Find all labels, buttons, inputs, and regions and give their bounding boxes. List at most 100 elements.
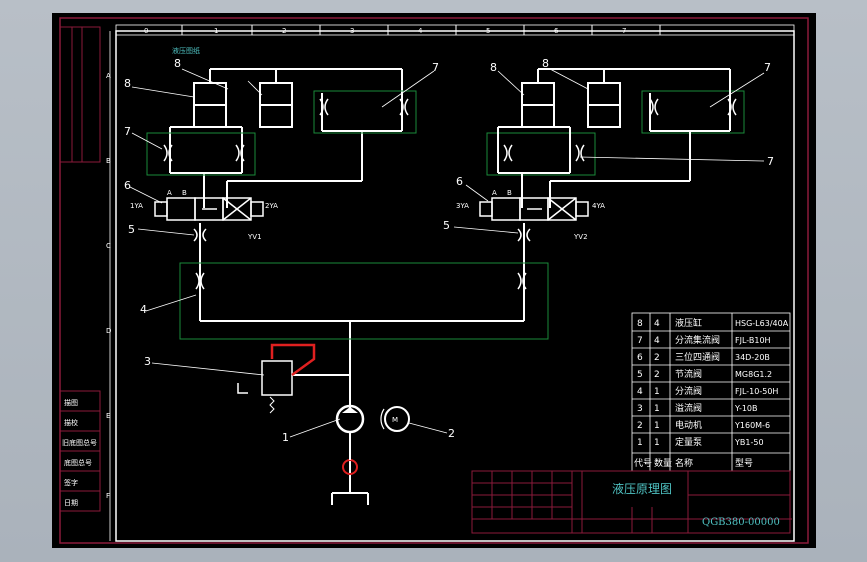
drawing-title: 液压原理图 xyxy=(612,481,672,496)
ruler-d: D xyxy=(106,327,111,335)
bom-table xyxy=(631,312,791,472)
callout-8c: 8 xyxy=(490,61,497,74)
box-divider-main xyxy=(179,262,549,340)
ruler-2: 2 xyxy=(282,27,286,35)
top-ruler: 0 1 2 3 4 5 6 7 xyxy=(115,24,795,36)
callout-8b: 8 xyxy=(174,57,181,70)
label-1ya: 1YA xyxy=(130,202,143,210)
strip-label-4: 底图总号 xyxy=(64,458,92,467)
bom-cell-code: 4 xyxy=(637,387,643,397)
strip-label-3: 旧底图总号 xyxy=(62,438,97,447)
green-boxes xyxy=(146,90,745,340)
callout-8d: 8 xyxy=(542,57,549,70)
bom-cell-qty: 4 xyxy=(654,336,660,346)
callout-5: 5 xyxy=(128,223,135,236)
bom-header-model: 型号 xyxy=(735,458,753,469)
label-3ya: 3YA xyxy=(456,202,469,210)
bom-cell-code: 5 xyxy=(637,370,643,380)
ruler-a: A xyxy=(106,72,111,80)
bom-cell-model: Y160M-6 xyxy=(734,421,770,430)
bom-cell-name: 分流集流阀 xyxy=(675,334,720,346)
bom-cell-name: 三位四通阀 xyxy=(675,351,720,363)
strip-label-1: 描图 xyxy=(64,398,78,407)
bom-cell-code: 6 xyxy=(637,353,643,363)
hydraulic-schematic: 0 1 2 3 4 5 6 7 A B C D E F 描图 描校 旧底图总号 … xyxy=(59,17,809,544)
bom-cell-name: 电动机 xyxy=(675,419,702,431)
port-a-right: A xyxy=(492,189,497,197)
box-divider-right-upper xyxy=(641,90,745,134)
box-divider-left-upper xyxy=(313,90,417,134)
bom-cell-model: YB1-50 xyxy=(734,438,764,447)
bom-cell-qty: 1 xyxy=(654,421,660,431)
left-ruler: A B C D E F xyxy=(106,31,111,541)
strip-label-2: 描校 xyxy=(64,418,78,427)
left-circuit xyxy=(169,68,525,505)
divider-glyphs xyxy=(163,98,737,290)
bom-cell-code: 8 xyxy=(637,319,643,329)
bom-cell-code: 7 xyxy=(637,336,643,346)
bom-cell-code: 1 xyxy=(637,438,643,448)
ruler-b: B xyxy=(106,157,111,165)
port-b-left: B xyxy=(182,189,187,197)
bom-cell-qty: 1 xyxy=(654,387,660,397)
bom-cell-name: 溢流阀 xyxy=(675,402,702,414)
left-strip xyxy=(59,26,101,512)
bom-cell-code: 2 xyxy=(637,421,643,431)
callout-1: 1 xyxy=(282,431,289,444)
callout-6b: 6 xyxy=(456,175,463,188)
label-yv2: YV2 xyxy=(573,233,588,241)
strip-label-5: 签字 xyxy=(64,478,78,487)
strip-label-6: 日期 xyxy=(64,499,78,507)
bom-cell-qty: 1 xyxy=(654,438,660,448)
label-4ya: 4YA xyxy=(592,202,605,210)
ruler-0: 0 xyxy=(144,27,148,35)
bom-header-code: 代号 xyxy=(634,458,652,469)
drawing-number: QGB380-00000 xyxy=(702,517,780,528)
leader-lines xyxy=(129,68,765,438)
bom-cell-name: 节流阀 xyxy=(675,368,702,380)
callout-7b: 7 xyxy=(124,125,131,138)
callout-3: 3 xyxy=(144,355,151,368)
label-2ya: 2YA xyxy=(265,202,278,210)
bom-cell-model: Y-10B xyxy=(734,404,758,413)
bom-cell-name: 分流阀 xyxy=(675,385,702,397)
port-b-right: B xyxy=(507,189,512,197)
right-circuit xyxy=(497,68,731,208)
ruler-f: F xyxy=(106,492,110,500)
ruler-5: 5 xyxy=(486,27,490,35)
callout-8a: 8 xyxy=(124,77,131,90)
callout-4: 4 xyxy=(140,303,147,316)
callout-5b: 5 xyxy=(443,219,450,232)
bom-cell-name: 定量泵 xyxy=(675,436,702,448)
ruler-1: 1 xyxy=(214,27,218,35)
drawing-canvas: 0 1 2 3 4 5 6 7 A B C D E F 描图 描校 旧底图总号 … xyxy=(52,13,816,548)
throttle-valves xyxy=(193,228,531,242)
ruler-6: 6 xyxy=(554,27,559,35)
ruler-7: 7 xyxy=(622,27,626,35)
bom-cell-model: FJL-10-50H xyxy=(735,387,778,396)
motor-label: M xyxy=(392,416,398,424)
callout-6: 6 xyxy=(124,179,131,192)
motor: M xyxy=(380,406,410,432)
inner-frame xyxy=(115,30,795,542)
bom-cell-qty: 2 xyxy=(654,370,660,380)
ruler-c: C xyxy=(106,242,111,250)
pump xyxy=(335,404,365,475)
label-yv1: YV1 xyxy=(247,233,262,241)
callout-7d: 7 xyxy=(767,155,774,168)
ruler-4: 4 xyxy=(418,27,423,35)
bom-cell-model: HSG-L63/40A xyxy=(735,319,789,328)
bom-header-qty: 数量 xyxy=(654,457,672,469)
valve-left xyxy=(154,197,264,221)
valve-right xyxy=(479,197,589,221)
box-divider-right-lower xyxy=(486,132,596,176)
callout-7c: 7 xyxy=(764,61,771,74)
port-a-left: A xyxy=(167,189,172,197)
corner-label: 液压图纸 xyxy=(172,46,200,55)
bom-cell-model: FJL-B10H xyxy=(735,336,771,345)
bom-cell-model: MG8G1.2 xyxy=(735,370,772,379)
bom-cell-name: 液压缸 xyxy=(675,317,702,329)
ruler-e: E xyxy=(106,412,110,420)
ruler-3: 3 xyxy=(350,27,354,35)
title-block xyxy=(471,470,792,534)
